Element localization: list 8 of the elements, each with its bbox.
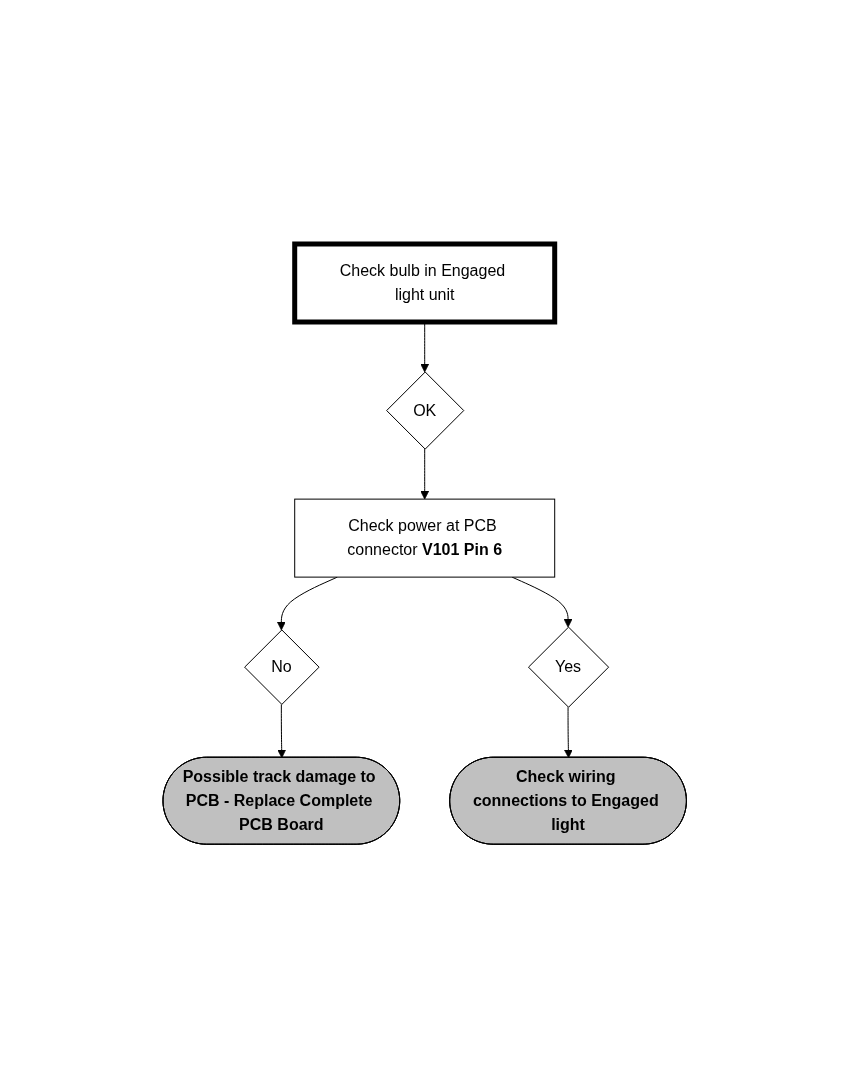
node-diamond: No [244, 629, 320, 705]
node-diamond: OK [386, 371, 465, 450]
node-box: Check power at PCB connector V101 Pin 6 [294, 498, 556, 578]
arrow [420, 448, 430, 500]
node-box: Check bulb in Engaged light unit [292, 241, 558, 325]
node-diamond: Yes [528, 626, 610, 708]
arrow [564, 706, 574, 758]
arrow [277, 703, 287, 758]
